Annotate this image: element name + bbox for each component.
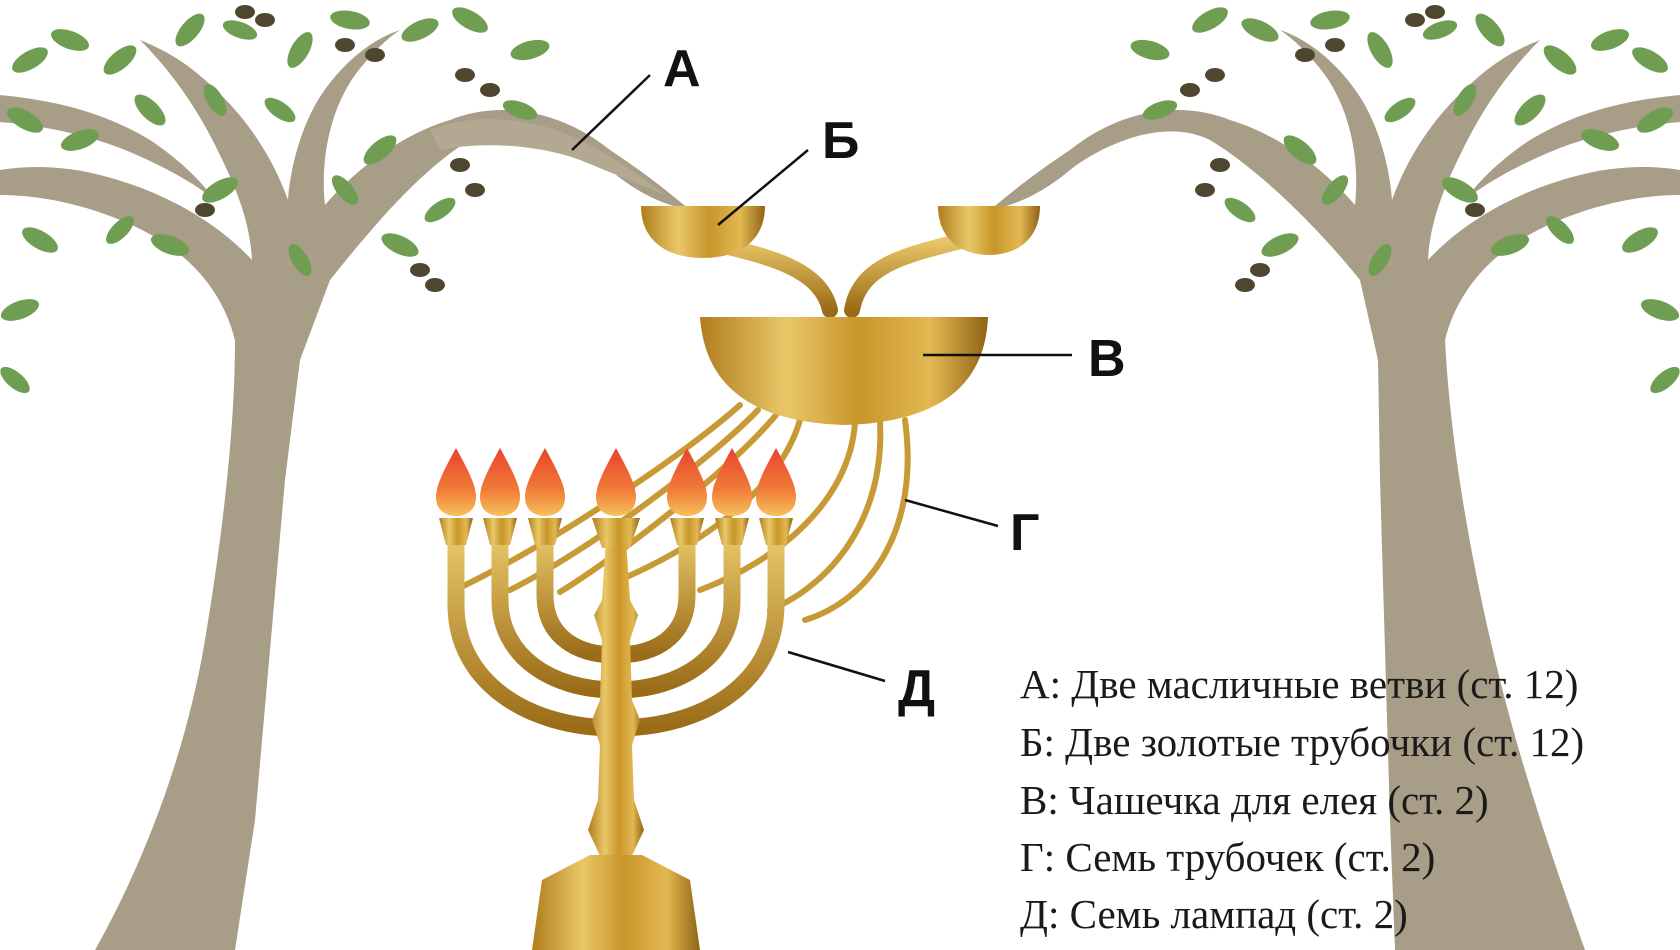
flame-icon	[596, 448, 636, 516]
legend-item-a: А: Две масличные ветви (ст. 12)	[1020, 661, 1578, 707]
callout-a: А	[663, 40, 701, 98]
legend-item-v: В: Чашечка для елея (ст. 2)	[1020, 777, 1489, 823]
right-golden-pipe	[852, 240, 965, 310]
flame-icon	[712, 448, 752, 516]
lamp-cups	[439, 518, 793, 548]
callout-g: Г	[1010, 504, 1039, 562]
golden-pipes-b	[641, 206, 1040, 310]
flame-icon	[525, 448, 565, 516]
flame-icon	[436, 448, 476, 516]
seven-lamp-flames	[436, 448, 796, 516]
callout-v: В	[1088, 330, 1126, 388]
menorah-d	[439, 518, 793, 950]
olive-tree-left	[0, 2, 690, 950]
tree-trunk-left	[0, 30, 690, 950]
oil-bowl-v	[700, 317, 988, 425]
menorah-stem	[588, 540, 644, 860]
legend-item-d: Д: Семь лампад (ст. 2)	[1020, 891, 1408, 937]
pipe-7	[805, 420, 908, 620]
flame-icon	[480, 448, 520, 516]
legend-item-g: Г: Семь трубочек (ст. 2)	[1020, 834, 1435, 880]
leader-line-a	[572, 75, 650, 150]
menorah-base	[532, 855, 700, 950]
leader-line-d	[788, 652, 885, 681]
legend-item-b: Б: Две золотые трубочки (ст. 12)	[1020, 719, 1584, 765]
callout-d: Д	[898, 660, 935, 718]
flame-icon	[756, 448, 796, 516]
callout-b: Б	[822, 112, 859, 170]
leader-line-g	[905, 500, 998, 526]
